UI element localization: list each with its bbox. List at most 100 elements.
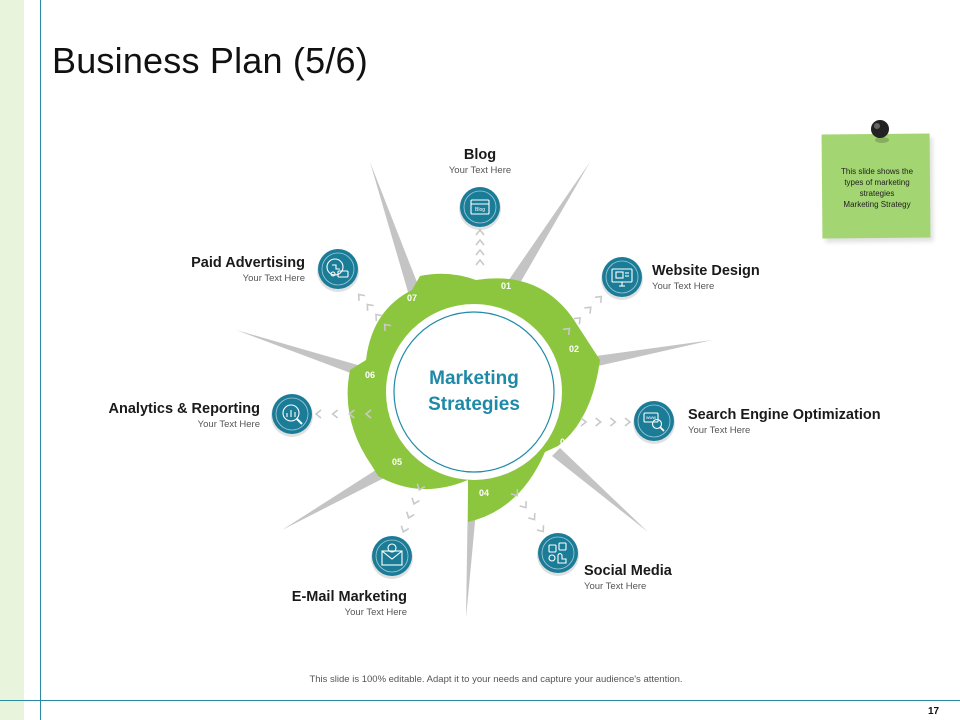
center-circle-ring: [393, 311, 555, 473]
analytics-icon: [282, 404, 303, 425]
node-www-search-icon: www: [633, 401, 675, 444]
chevron-arrow-icon: [573, 317, 581, 325]
chevron-arrow-icon: [528, 513, 536, 521]
chevron-arrow-icon: [536, 525, 545, 533]
ray-03: [552, 448, 648, 532]
ray-05: [282, 466, 388, 530]
chevron-arrow-icon: [314, 409, 322, 419]
item-title: Search Engine Optimization: [688, 407, 881, 423]
center-circle-outer: [386, 304, 562, 480]
chevron-arrow-icon: [580, 417, 588, 427]
chevron-arrow-icon: [357, 293, 366, 301]
item-text: Your Text Here: [197, 419, 260, 430]
item-text: Your Text Here: [652, 281, 715, 292]
item-blog-label: Blog Your Text Here: [430, 146, 530, 177]
segment-number-01: 01: [501, 281, 511, 291]
node-envelope-icon: [371, 536, 413, 579]
item-website-design-label: Website Design Your Text Here: [652, 262, 760, 293]
chevron-arrow-icon: [348, 409, 355, 419]
item-email-marketing-label: E-Mail Marketing Your Text Here: [250, 588, 407, 619]
node-analytics-icon: [271, 394, 313, 437]
ray-01: [506, 162, 590, 290]
note-line: This slide shows the: [840, 167, 914, 176]
social-media-icon: [548, 542, 567, 564]
center-label-line1: Marketing: [429, 368, 519, 389]
ray-02: [596, 340, 712, 366]
note-line: Marketing Strategy: [843, 200, 911, 209]
segment-numbers: 01 02 03 04 05 06 07: [365, 281, 579, 498]
slide-title: Business Plan (5/6): [52, 40, 368, 81]
svg-text:Blog: Blog: [475, 207, 485, 213]
center-label-line2: Strategies: [428, 394, 520, 415]
node-circle: [272, 394, 312, 434]
chevron-arrow-icon: [475, 248, 485, 256]
www-search-icon: www: [643, 412, 665, 432]
ray-04: [466, 490, 478, 618]
chevron-arrow-icon: [475, 228, 485, 236]
center-label: Marketing Strategies: [404, 366, 544, 418]
item-analytics-label: Analytics & Reporting Your Text Here: [80, 400, 260, 431]
segment-number-02: 02: [569, 344, 579, 354]
blog-icon: Blog: [470, 199, 490, 215]
decorative-rays: [236, 162, 712, 618]
segment-number-06: 06: [365, 370, 375, 380]
monitor-icon: [611, 268, 633, 287]
left-divider-line: [40, 0, 41, 720]
segment-number-07: 07: [407, 293, 417, 303]
node-circle: [460, 187, 500, 227]
item-title: Social Media: [584, 563, 672, 579]
segment-number-05: 05: [392, 457, 402, 467]
note-line: strategies: [859, 189, 895, 198]
node-social-media-icon: [537, 533, 579, 576]
ray-06: [236, 330, 368, 378]
chevron-arrow-icon: [475, 238, 485, 246]
chevron-arrow-icon: [383, 323, 392, 331]
sticky-note-text: This slide shows the types of marketing …: [826, 166, 928, 210]
item-title: E-Mail Marketing: [291, 589, 407, 605]
node-circle: [602, 257, 642, 297]
chevron-arrow-icon: [400, 525, 410, 534]
ray-07: [370, 162, 420, 292]
chevron-arrow-icon: [411, 497, 420, 506]
segment-number-04: 04: [479, 488, 489, 498]
item-paid-advertising-label: Paid Advertising Your Text Here: [150, 254, 305, 285]
node-paid-ad-icon: [317, 249, 359, 292]
note-line: types of marketing: [844, 178, 910, 187]
chevron-arrow-icon: [595, 417, 602, 427]
item-seo-label: Search Engine Optimization Your Text Her…: [688, 406, 881, 437]
footer-note: This slide is 100% editable. Adapt it to…: [309, 674, 683, 685]
item-text: Your Text Here: [344, 607, 407, 618]
item-text: Your Text Here: [584, 581, 647, 592]
paid-ad-icon: [326, 258, 349, 278]
node-circle: [372, 536, 412, 576]
item-title: Analytics & Reporting: [108, 401, 260, 417]
chevron-arrow-icon: [364, 409, 372, 419]
item-title: Blog: [463, 147, 497, 163]
chevron-arrow-icon: [331, 409, 339, 419]
item-title: Paid Advertising: [191, 255, 305, 271]
node-monitor-icon: [601, 257, 643, 300]
chevron-arrow-icon: [562, 327, 571, 336]
chevron-arrow-icon: [609, 417, 617, 427]
segment-number-03: 03: [560, 437, 570, 447]
chevron-arrow-icon: [416, 483, 426, 492]
node-circle: [538, 533, 578, 573]
chevron-arrow-icon: [375, 313, 383, 321]
envelope-icon: [381, 543, 403, 566]
icon-nodes: Blog www: [271, 187, 675, 579]
page-number: 17: [928, 706, 940, 717]
pushpin-icon: [871, 120, 889, 143]
chevron-arrow-icon: [594, 295, 603, 304]
chevron-arrow-icon: [510, 489, 519, 497]
chevron-arrow-icon: [624, 417, 632, 427]
node-blog-icon: Blog: [459, 187, 501, 230]
chevron-arrow-icon: [475, 258, 485, 266]
item-text: Your Text Here: [688, 425, 751, 436]
left-accent-band: [0, 0, 24, 720]
chevron-arrow-icon: [519, 501, 527, 509]
chevron-arrows: [314, 228, 632, 534]
chevron-arrow-icon: [366, 303, 374, 311]
svg-text:www: www: [646, 415, 656, 420]
chevron-arrow-icon: [584, 306, 592, 314]
